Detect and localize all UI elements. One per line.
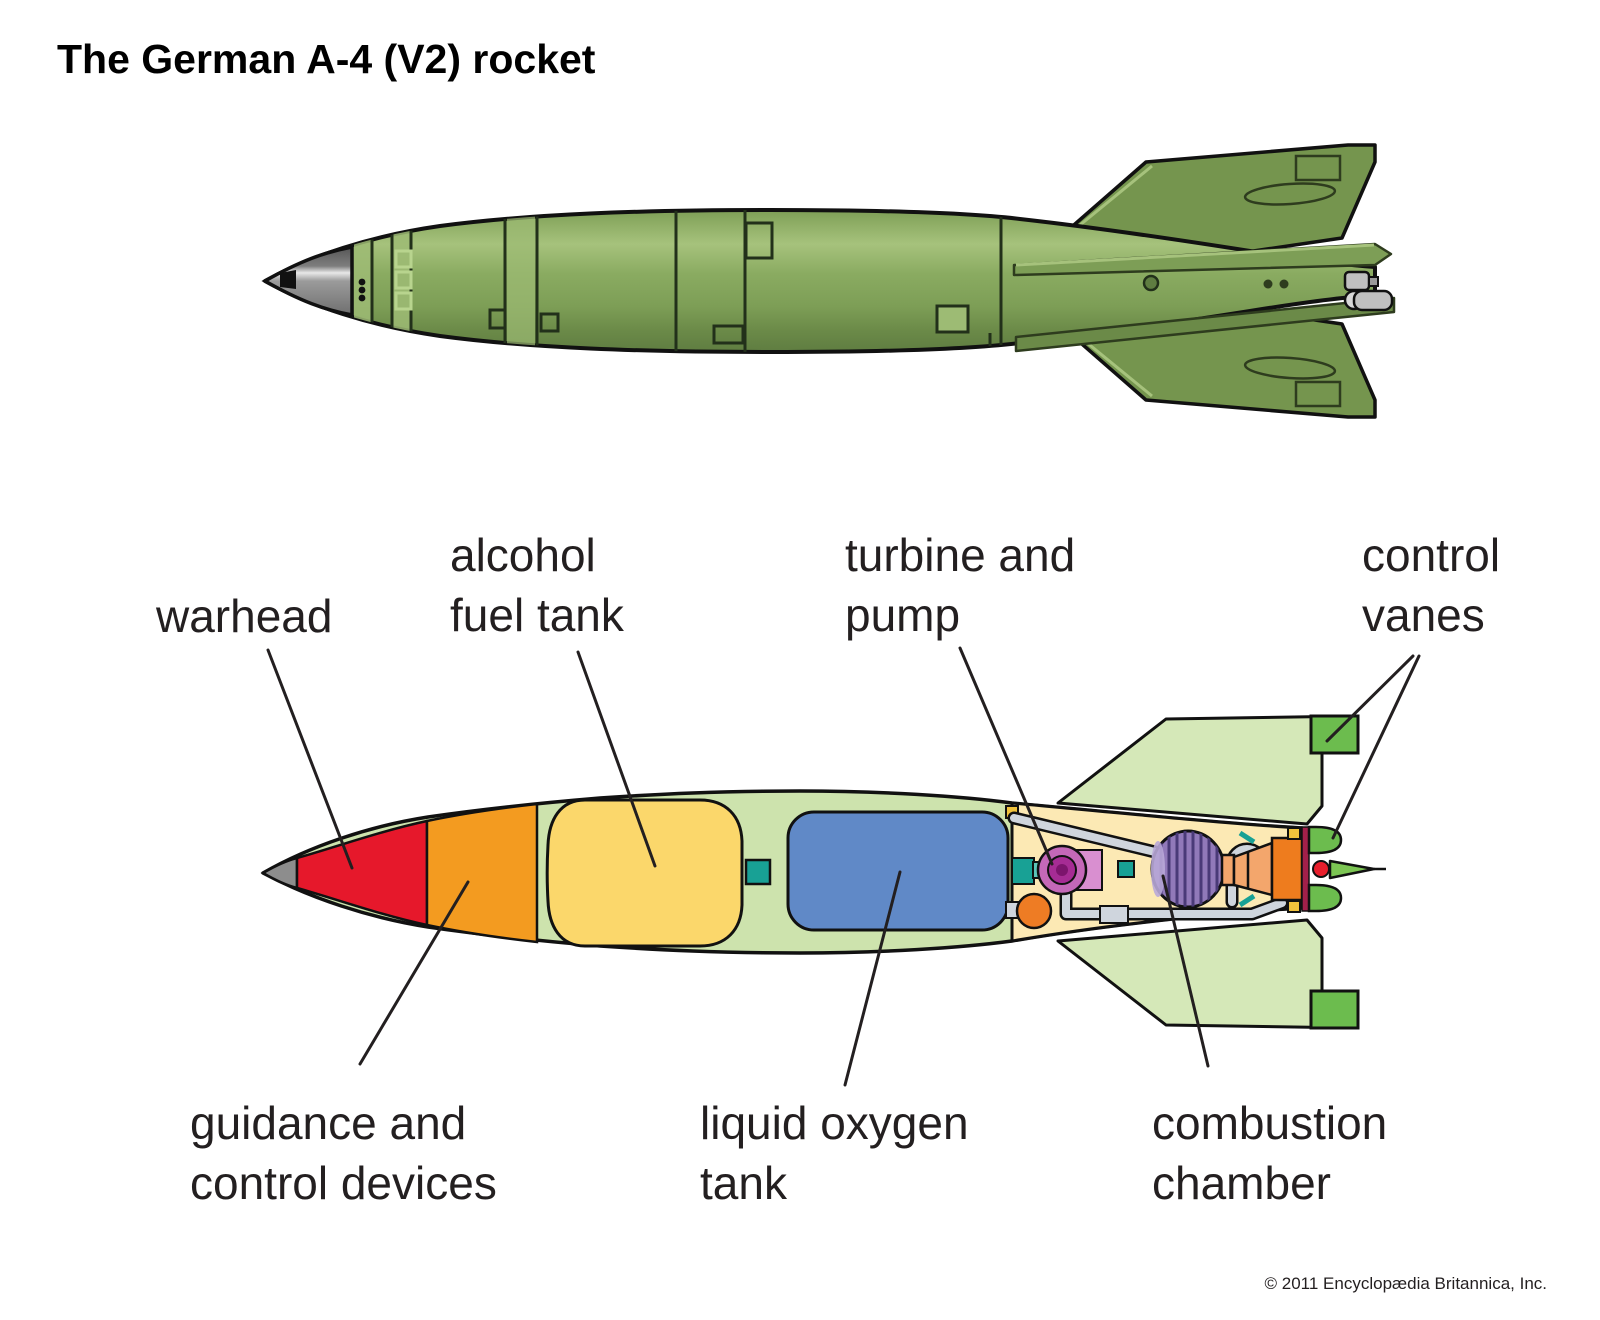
label-warhead: warhead bbox=[156, 590, 333, 642]
jet-vane-bottom bbox=[1307, 883, 1343, 913]
tail-vane-cluster bbox=[1287, 825, 1386, 913]
jet-vane-top bbox=[1307, 825, 1343, 855]
combustion-chamber bbox=[1117, 829, 1226, 909]
fin-tip-control-vane-bottom bbox=[1309, 989, 1360, 1030]
alcohol-fuel-tank bbox=[545, 798, 744, 948]
nose-tip-detail bbox=[280, 270, 296, 289]
leader-warhead bbox=[266, 648, 354, 870]
label-guidance-control-devices: guidance and control devices bbox=[190, 1097, 497, 1209]
exterior-near-fin bbox=[1014, 296, 1396, 353]
leader-turbine-pump bbox=[958, 646, 1054, 866]
propellant-pipes bbox=[1005, 811, 1289, 924]
top-fin-panel bbox=[1294, 154, 1342, 182]
thrust-frame bbox=[1301, 826, 1310, 912]
label-control-vanes: control vanes bbox=[1362, 529, 1501, 641]
label-liquid-oxygen-tank: liquid oxygen tank bbox=[700, 1097, 969, 1209]
peroxide-tank bbox=[1015, 892, 1053, 930]
label-combustion-chamber: combustion chamber bbox=[1152, 1097, 1388, 1209]
far-fin-highlight bbox=[1015, 243, 1375, 267]
exhaust-hub bbox=[1312, 860, 1330, 878]
leader-control-vane-a bbox=[1325, 654, 1415, 743]
rocket-cutaway-view bbox=[260, 646, 1421, 1087]
leader-alcohol-tank bbox=[576, 650, 657, 868]
rocket-exterior-view bbox=[261, 143, 1396, 419]
leader-lines bbox=[266, 646, 1421, 1087]
exhaust-nozzle bbox=[1220, 830, 1304, 908]
top-fin-oval-detail bbox=[1243, 182, 1337, 206]
page-title: The German A-4 (V2) rocket bbox=[57, 36, 596, 82]
bottom-fin-oval-detail bbox=[1243, 356, 1337, 380]
leader-guidance bbox=[358, 880, 470, 1066]
copyright-notice: © 2011 Encyclopædia Britannica, Inc. bbox=[1264, 1274, 1547, 1293]
tank-coupling bbox=[744, 858, 772, 886]
rudder-spike bbox=[1328, 859, 1376, 880]
teal-strut-top bbox=[1238, 830, 1256, 845]
leader-control-vane-b bbox=[1331, 654, 1421, 840]
exterior-nose-cone bbox=[261, 244, 354, 318]
leader-lox-tank bbox=[843, 870, 902, 1087]
liquid-oxygen-tank bbox=[786, 810, 1010, 932]
label-alcohol-fuel-tank: alcohol fuel tank bbox=[450, 529, 624, 641]
label-turbine-and-pump: turbine and pump bbox=[845, 529, 1076, 641]
bottom-fin-panel bbox=[1294, 380, 1342, 408]
tail-hardware bbox=[1343, 270, 1394, 312]
teal-strut-bottom bbox=[1238, 893, 1256, 908]
leader-combustion bbox=[1161, 874, 1210, 1068]
